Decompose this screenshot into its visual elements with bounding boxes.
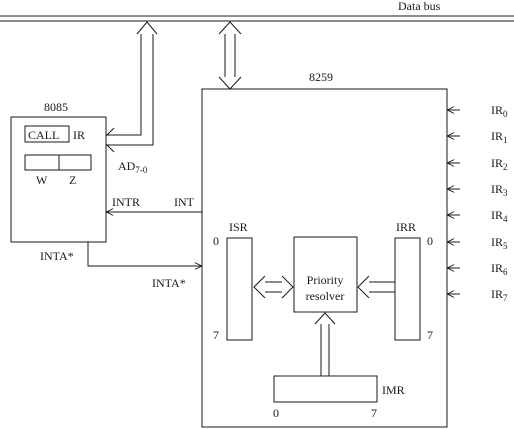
isr-label: ISR — [229, 220, 248, 234]
pic-bus-down-arrowhead — [218, 76, 242, 90]
data-bus: Data bus — [0, 0, 514, 22]
imr-bit-7: 7 — [371, 406, 377, 420]
ir-input-label: IR1 — [491, 129, 508, 145]
ir-input-label: IR0 — [491, 103, 508, 119]
isr-bit-0: 0 — [213, 234, 219, 248]
call-register — [24, 125, 70, 143]
z-register — [58, 154, 92, 171]
data-bus-label: Data bus — [398, 0, 441, 13]
pic-bus-connector — [218, 21, 242, 90]
irr-register — [394, 237, 421, 341]
ad-bus-outer-line — [106, 34, 142, 136]
ir-input-label: IR3 — [491, 182, 508, 198]
cpu-inta-label: INTA* — [40, 249, 74, 263]
imr-register — [273, 375, 378, 403]
pic-bus-up-arrowhead — [218, 21, 242, 35]
ad-bus-up-arrowhead — [136, 21, 158, 35]
isr-priority-left-arrowhead — [253, 275, 266, 299]
irr-priority-connector — [357, 275, 395, 299]
ir-label: IR — [73, 128, 85, 142]
ir-input-label: IR4 — [491, 208, 508, 224]
priority-label-line1: Priority — [307, 273, 344, 287]
ad-bus-connector — [101, 21, 158, 153]
ad-label: AD7-0 — [118, 159, 148, 175]
w-register — [24, 154, 60, 171]
ir-input-label: IR5 — [491, 235, 508, 251]
ir-input-label: IR7 — [491, 287, 508, 303]
z-label: Z — [69, 173, 76, 187]
inta-arrow — [87, 242, 201, 266]
imr-label: IMR — [382, 383, 405, 397]
w-label: W — [36, 173, 48, 187]
pic-8259: 8259 ISR 0 7 IRR 0 7 Priority resolver I… — [201, 70, 448, 428]
int-label: INT — [174, 195, 195, 209]
ir-input-label: IR2 — [491, 156, 508, 172]
pic-title: 8259 — [309, 70, 333, 84]
imr-priority-arrowhead — [314, 312, 336, 325]
call-label: CALL — [28, 128, 59, 142]
inta-signal: INTA* INTA* — [40, 242, 201, 290]
isr-priority-right-arrowhead — [281, 275, 294, 299]
irr-priority-arrowhead — [357, 275, 370, 299]
isr-priority-connector — [253, 275, 294, 299]
priority-resolver — [293, 236, 358, 313]
imr-bit-0: 0 — [273, 406, 279, 420]
cpu-8085: 8085 CALL IR W Z — [10, 100, 107, 243]
cpu-title: 8085 — [44, 100, 68, 114]
imr-priority-connector — [314, 312, 336, 376]
irr-bit-7: 7 — [427, 328, 433, 342]
intr-signal: INTR INT — [107, 195, 202, 212]
pic-inta-label: INTA* — [152, 276, 186, 290]
isr-bit-7: 7 — [213, 328, 219, 342]
irr-label: IRR — [396, 220, 416, 234]
isr-register — [226, 237, 253, 341]
intr-label: INTR — [112, 195, 140, 209]
irr-bit-0: 0 — [427, 234, 433, 248]
priority-label-line2: resolver — [306, 289, 345, 303]
ad-bus-inner-line — [106, 34, 154, 146]
ir-input-label: IR6 — [491, 261, 508, 277]
